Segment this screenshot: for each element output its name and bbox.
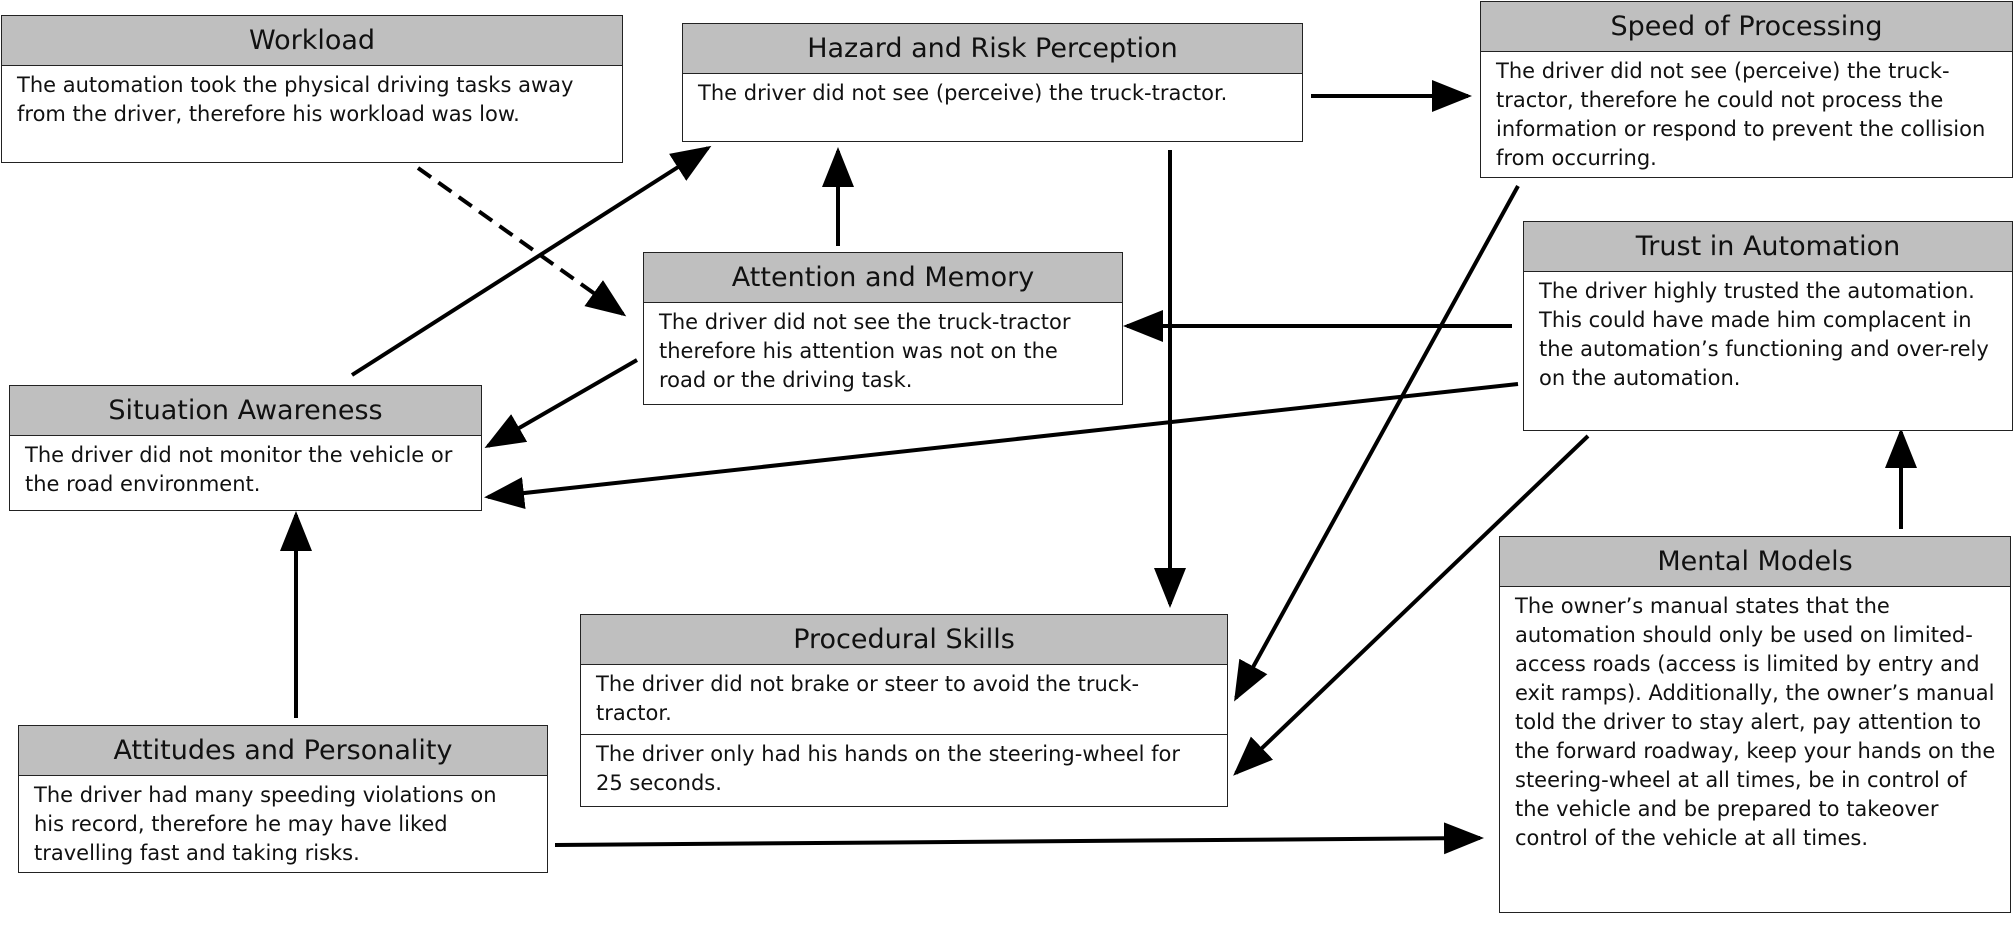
- node-workload: Workload The automation took the physica…: [1, 15, 623, 163]
- node-title: Hazard and Risk Perception: [683, 24, 1302, 74]
- node-title: Procedural Skills: [581, 615, 1227, 665]
- node-mental-models: Mental Models The owner’s manual states …: [1499, 536, 2011, 913]
- edge-attention-situation: [484, 358, 638, 448]
- node-title: Trust in Automation: [1524, 222, 2012, 272]
- node-title: Attention and Memory: [644, 253, 1122, 303]
- node-trust-in-automation: Trust in Automation The driver highly tr…: [1523, 221, 2013, 431]
- node-text: The driver did not see (perceive) the tr…: [698, 81, 1228, 105]
- edge-attitudes-mental: [554, 822, 1484, 855]
- edge-workload-attention: [416, 166, 627, 317]
- node-title: Attitudes and Personality: [19, 726, 547, 776]
- node-text: The driver highly trusted the automation…: [1539, 279, 1989, 390]
- node-attention-memory: Attention and Memory The driver did not …: [643, 252, 1123, 405]
- node-attitudes-personality: Attitudes and Personality The driver had…: [18, 725, 548, 873]
- node-text: The driver had many speeding violations …: [34, 783, 497, 865]
- node-text: The automation took the physical driving…: [17, 73, 574, 126]
- edge-trust-procedural: [1233, 434, 1590, 776]
- node-title: Workload: [2, 16, 622, 66]
- node-situation-awareness: Situation Awareness The driver did not m…: [9, 385, 482, 511]
- node-procedural-skills: Procedural Skills The driver did not bra…: [580, 614, 1228, 807]
- edge-speed-procedural: [1234, 185, 1520, 702]
- node-hazard-risk-perception: Hazard and Risk Perception The driver di…: [682, 23, 1303, 142]
- node-text-brake: The driver did not brake or steer to avo…: [596, 672, 1140, 725]
- edge-situation-hazard: [350, 145, 712, 377]
- node-text-hands: The driver only had his hands on the ste…: [581, 734, 1227, 804]
- node-title: Speed of Processing: [1481, 2, 2012, 52]
- node-title: Mental Models: [1500, 537, 2010, 587]
- node-text: The driver did not see (perceive) the tr…: [1496, 59, 1986, 170]
- edge-trust-situation: [484, 382, 1519, 509]
- node-speed-of-processing: Speed of Processing The driver did not s…: [1480, 1, 2013, 178]
- node-title: Situation Awareness: [10, 386, 481, 436]
- node-text: The driver did not see the truck-tractor…: [659, 310, 1071, 392]
- node-text: The driver did not monitor the vehicle o…: [25, 443, 453, 496]
- node-text: The owner’s manual states that the autom…: [1515, 594, 1996, 850]
